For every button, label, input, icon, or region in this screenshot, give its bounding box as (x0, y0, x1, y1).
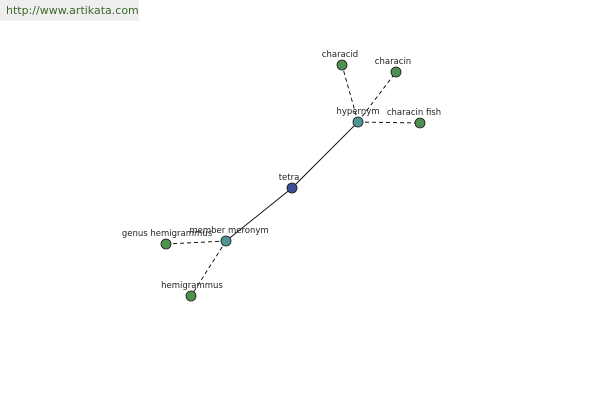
label-characid: characid (322, 50, 358, 60)
label-genus-hemigrammus: genus hemigrammus (122, 229, 213, 239)
edges-layer (165, 64, 421, 297)
node-tetra[interactable] (286, 182, 298, 194)
node-characid[interactable] (336, 59, 348, 71)
node-hemigrammus[interactable] (185, 290, 197, 302)
edge-hypernym-characid (341, 64, 359, 123)
edge-hypernym-characin-fish (357, 121, 421, 124)
edge-member-meronym-hemigrammus (190, 240, 227, 297)
label-member-meronym: member meronym (189, 226, 268, 236)
labels-layer: tetra hypernym member meronym characid chara… (122, 50, 441, 291)
edge-hypernym-characin (357, 71, 397, 123)
site-url-link[interactable]: http://www.artikata.com (6, 4, 139, 17)
node-hypernym[interactable] (352, 116, 364, 128)
label-tetra: tetra (279, 173, 300, 183)
label-characin: characin (375, 57, 411, 67)
node-member-meronym[interactable] (220, 235, 232, 247)
edge-member-meronym-genus-hemigrammus (165, 240, 227, 245)
edge-tetra-hypernym (291, 121, 359, 189)
url-banner: http://www.artikata.com (0, 0, 139, 21)
node-characin[interactable] (390, 66, 402, 78)
label-hypernym: hypernym (336, 107, 379, 117)
label-characin-fish: characin fish (387, 108, 441, 118)
nodes-layer (160, 59, 426, 302)
edge-tetra-member-meronym (225, 187, 293, 242)
label-hemigrammus: hemigrammus (161, 281, 223, 291)
node-characin-fish[interactable] (414, 117, 426, 129)
node-genus-hemigrammus[interactable] (160, 238, 172, 250)
